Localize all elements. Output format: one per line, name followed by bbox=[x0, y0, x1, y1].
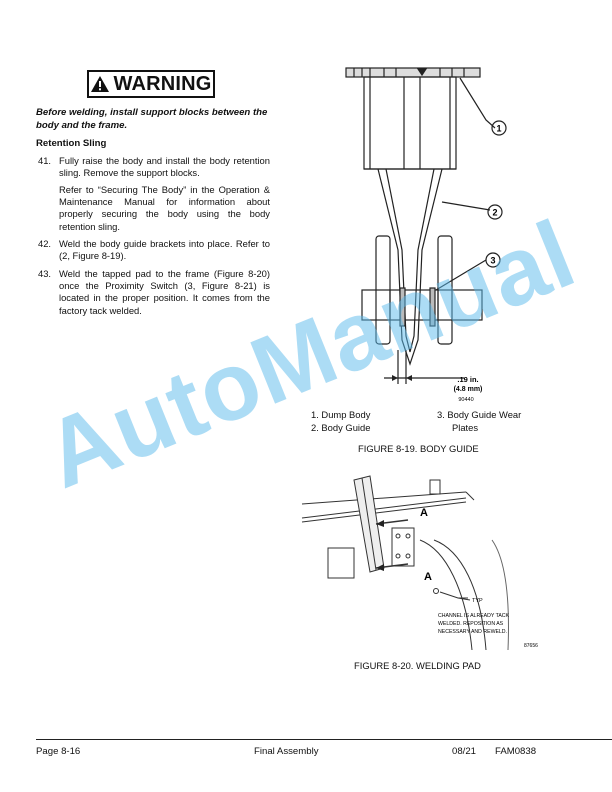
note-line: NECESSARY AND REWELD. bbox=[438, 629, 507, 635]
warning-note: Before welding, install support blocks b… bbox=[36, 107, 268, 131]
step-41-note: Refer to “Securing The Body” in the Oper… bbox=[59, 184, 270, 232]
footer-document-number: FAM0838 bbox=[495, 746, 537, 757]
callout-3: 3 bbox=[490, 256, 495, 266]
step-number: 41. bbox=[38, 155, 52, 166]
section-label-bottom: A bbox=[424, 571, 432, 583]
typ-label: TYP bbox=[472, 598, 483, 604]
step-text: Fully raise the body and install the bod… bbox=[59, 155, 270, 179]
warning-badge: WARNING bbox=[87, 70, 215, 98]
step-text: Weld the tapped pad to the frame (Figure… bbox=[59, 268, 270, 316]
callout-1: 1 bbox=[496, 124, 501, 134]
welding-pad-drawing: A A TYP CHANNEL IS ALREADY TACK WELDED. … bbox=[301, 475, 538, 651]
legend-item: 2. Body Guide bbox=[311, 422, 371, 433]
warning-triangle-icon bbox=[91, 76, 110, 92]
step-42: 42. Weld the body guide brackets into pl… bbox=[38, 238, 270, 262]
step-number: 43. bbox=[38, 268, 52, 279]
section-heading: Retention Sling bbox=[36, 138, 107, 149]
dimension-mm: (4.8 mm) bbox=[454, 386, 483, 393]
figure-caption: FIGURE 8-19. BODY GUIDE bbox=[358, 443, 479, 454]
step-text: Weld the body guide brackets into place.… bbox=[59, 238, 270, 262]
legend-item: 3. Body Guide Wear bbox=[437, 409, 522, 420]
footer-page-number: Page 8-16 bbox=[36, 746, 81, 757]
footer-date: 08/21 bbox=[452, 746, 477, 757]
footer-section-title: Final Assembly bbox=[254, 746, 319, 757]
note-line: CHANNEL IS ALREADY TACK bbox=[438, 613, 510, 619]
drawing-number: 87656 bbox=[524, 643, 538, 649]
step-43: 43. Weld the tapped pad to the frame (Fi… bbox=[38, 268, 270, 317]
body-guide-drawing: 1 2 3 .19 in. (4.8 mm) 90440 bbox=[345, 67, 507, 403]
warning-label: WARNING bbox=[113, 72, 212, 95]
legend-item: Plates bbox=[452, 422, 479, 433]
dimension-inches: .19 in. bbox=[457, 375, 478, 384]
figure-caption: FIGURE 8-20. WELDING PAD bbox=[354, 660, 481, 671]
step-41: 41. Fully raise the body and install the… bbox=[38, 155, 270, 179]
callout-2: 2 bbox=[492, 208, 497, 218]
step-number: 42. bbox=[38, 238, 52, 249]
drawing-number: 90440 bbox=[458, 397, 473, 403]
footer-divider bbox=[36, 739, 612, 740]
section-label-top: A bbox=[420, 507, 428, 519]
note-line: WELDED. REPOSITION AS bbox=[438, 621, 504, 627]
legend-item: 1. Dump Body bbox=[311, 409, 371, 420]
